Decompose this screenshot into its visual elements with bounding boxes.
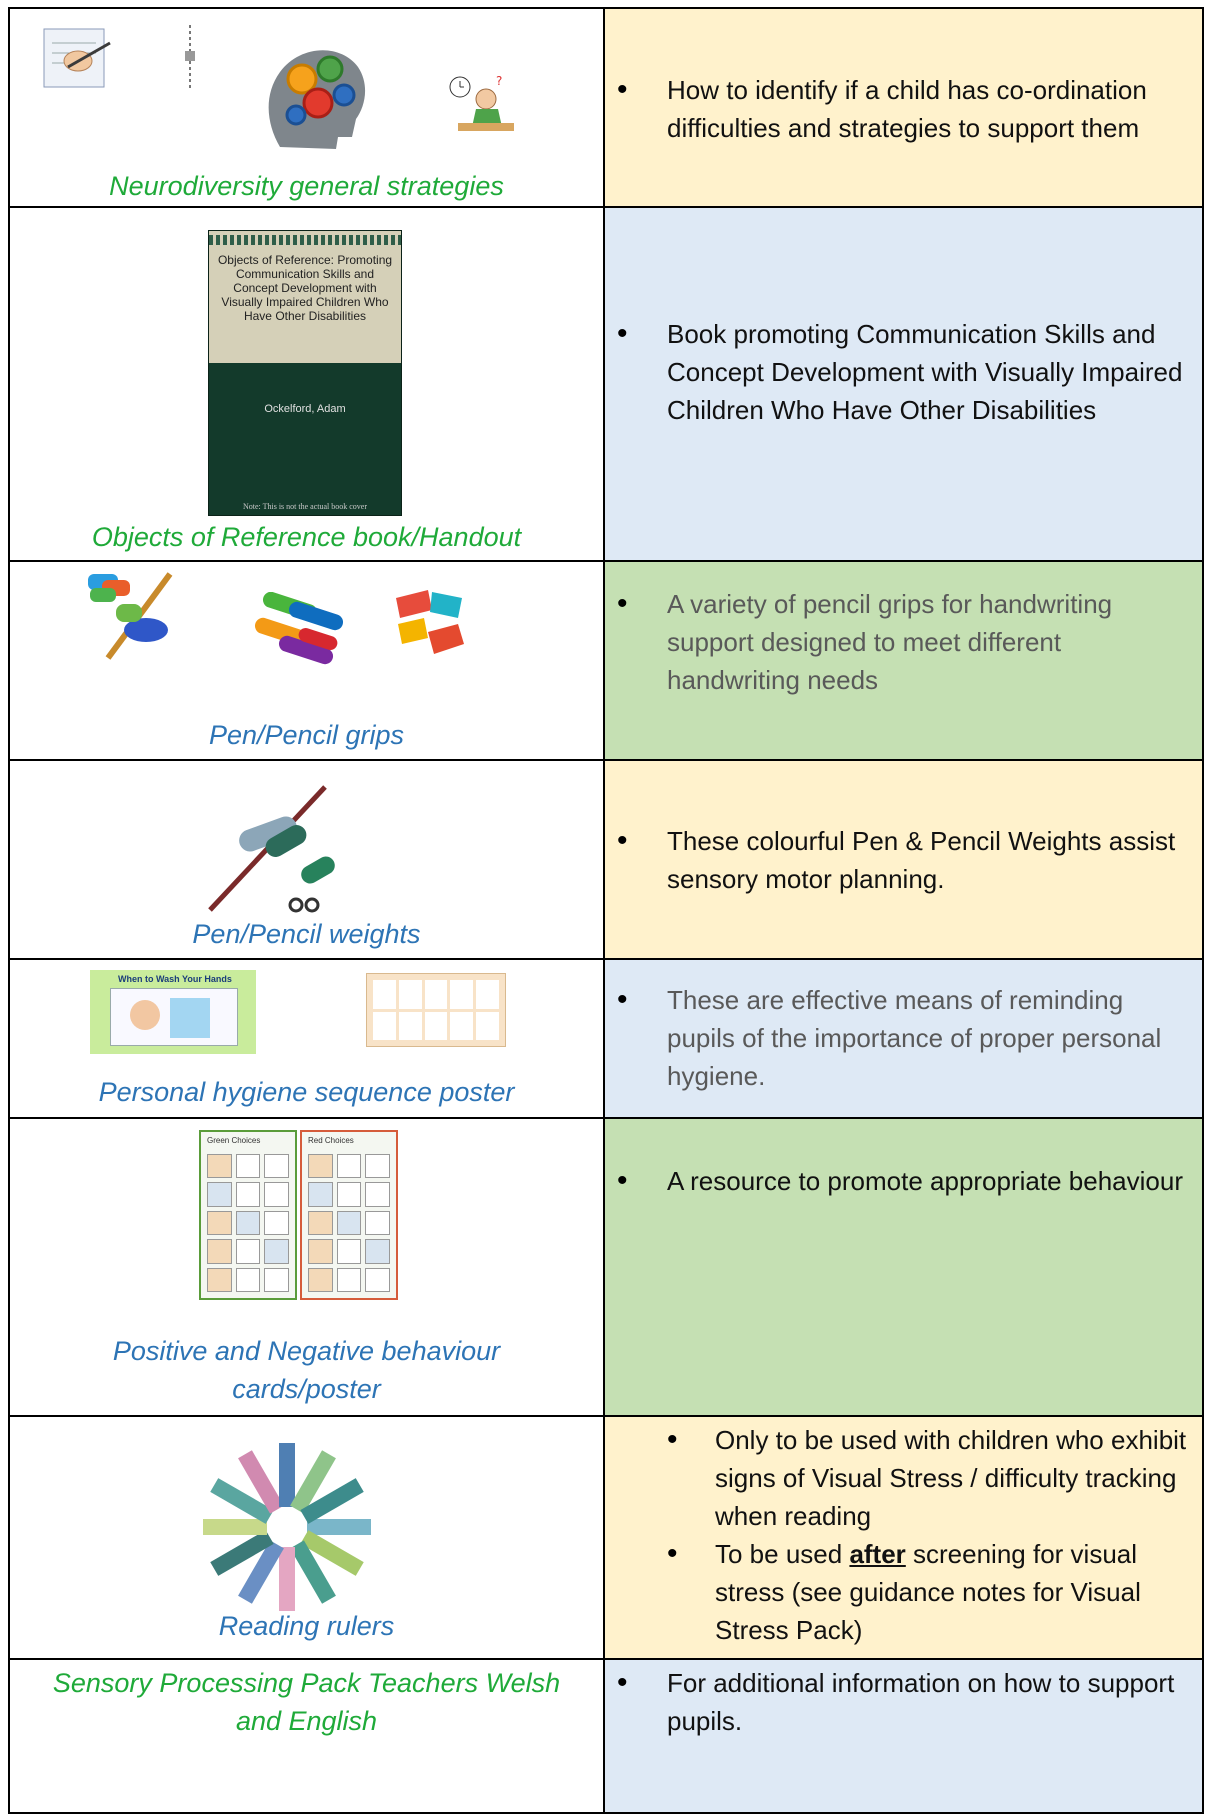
description-cell: For additional information on how to sup… (603, 1658, 1204, 1814)
description-cell: Book promoting Communication Skills and … (603, 206, 1204, 562)
table-row: When to Wash Your Hands Personal hygiene… (8, 958, 1204, 1119)
resource-title: Personal hygiene sequence poster (98, 1077, 515, 1107)
book-cover-title: Objects of Reference: Promoting Communic… (217, 253, 393, 323)
book-note: Note: This is not the actual book cover (242, 502, 368, 511)
writing-hand-icon (43, 28, 111, 88)
resource-title: Pen/Pencil weights (192, 919, 421, 949)
hygiene-sequence-poster-image (366, 973, 506, 1047)
resource-title: Objects of Reference book/Handout (91, 522, 522, 552)
emphasis-after: after (849, 1539, 906, 1569)
description-cell: A resource to promote appropriate behavi… (603, 1117, 1204, 1417)
table-row: Pen/Pencil grips A variety of pencil gri… (8, 560, 1204, 761)
bullet-item: To be used after screening for visual st… (605, 1535, 1192, 1649)
resource-cell: ? Neurodiversity general strategies (8, 7, 605, 208)
resource-cell: Green Choices Red Choices Positive and N… (8, 1117, 605, 1417)
resource-cell: Sensory Processing Pack Teachers Welsh a… (8, 1658, 605, 1814)
resources-table: ? Neurodiversity general strategies How … (8, 7, 1204, 1814)
bullet-item: A variety of pencil grips for handwritin… (605, 585, 1192, 699)
description-cell: How to identify if a child has co-ordina… (603, 7, 1204, 208)
description-cell: A variety of pencil grips for handwritin… (603, 560, 1204, 761)
table-row: ? Neurodiversity general strategies How … (8, 7, 1204, 208)
pencil-grip-icon (254, 592, 344, 665)
book-cover-image: Objects of Reference: Promoting Communic… (208, 230, 402, 516)
red-choices-card-image: Red Choices (300, 1130, 398, 1300)
pencil-weight-icon (208, 785, 335, 913)
description-list: A variety of pencil grips for handwritin… (605, 585, 1192, 699)
resource-title: Neurodiversity general strategies (109, 171, 504, 201)
description-list: These colourful Pen & Pencil Weights ass… (605, 822, 1192, 898)
reading-rulers-icon (203, 1443, 371, 1611)
book-author: Ockelford, Adam (264, 403, 346, 415)
confused-student-icon: ? (449, 74, 514, 131)
bullet-item: These colourful Pen & Pencil Weights ass… (605, 822, 1192, 898)
resource-title: Reading rulers (218, 1611, 395, 1641)
bullet-item: Book promoting Communication Skills and … (605, 315, 1192, 429)
green-choices-card-image: Green Choices (199, 1130, 297, 1300)
description-list: How to identify if a child has co-ordina… (605, 71, 1192, 147)
resource-title: Positive and Negative behaviour cards/po… (112, 1336, 501, 1404)
resource-cell: Pen/Pencil weights (8, 759, 605, 960)
svg-text:?: ? (496, 74, 502, 88)
table-row: Sensory Processing Pack Teachers Welsh a… (8, 1658, 1204, 1814)
bullet-item: These are effective means of reminding p… (605, 981, 1192, 1095)
bullet-item: For additional information on how to sup… (605, 1664, 1192, 1740)
red-choices-label: Red Choices (308, 1136, 354, 1145)
table-row: Objects of Reference: Promoting Communic… (8, 206, 1204, 562)
bullet-item: How to identify if a child has co-ordina… (605, 71, 1192, 147)
green-choices-label: Green Choices (207, 1136, 261, 1145)
description-cell: These colourful Pen & Pencil Weights ass… (603, 759, 1204, 960)
description-list: Book promoting Communication Skills and … (605, 315, 1192, 429)
resource-title: Pen/Pencil grips (208, 720, 405, 750)
table-row: Reading rulers Only to be used with chil… (8, 1415, 1204, 1660)
resource-cell: Objects of Reference: Promoting Communic… (8, 206, 605, 562)
brain-gears-icon (268, 50, 366, 149)
description-cell: These are effective means of reminding p… (603, 958, 1204, 1119)
description-list: Only to be used with children who exhibi… (605, 1421, 1192, 1649)
resource-cell: When to Wash Your Hands Personal hygiene… (8, 958, 605, 1119)
resource-cell: Pen/Pencil grips (8, 560, 605, 761)
table-row: Pen/Pencil weights These colourful Pen &… (8, 759, 1204, 960)
zipper-icon (185, 25, 195, 91)
bullet-item: Only to be used with children who exhibi… (605, 1421, 1192, 1535)
description-list: A resource to promote appropriate behavi… (605, 1162, 1192, 1200)
pencil-grip-icon (88, 572, 173, 660)
description-list: These are effective means of reminding p… (605, 981, 1192, 1095)
poster-title: When to Wash Your Hands (118, 974, 232, 984)
resource-cell: Reading rulers (8, 1415, 605, 1660)
bullet-item: A resource to promote appropriate behavi… (605, 1162, 1192, 1200)
table-row: Green Choices Red Choices Positive and N… (8, 1117, 1204, 1417)
pencil-grip-icon (396, 590, 464, 654)
description-list: For additional information on how to sup… (605, 1664, 1192, 1740)
resource-title: Sensory Processing Pack Teachers Welsh a… (52, 1668, 561, 1736)
description-cell: Only to be used with children who exhibi… (603, 1415, 1204, 1660)
hand-washing-poster-image: When to Wash Your Hands (90, 970, 256, 1054)
